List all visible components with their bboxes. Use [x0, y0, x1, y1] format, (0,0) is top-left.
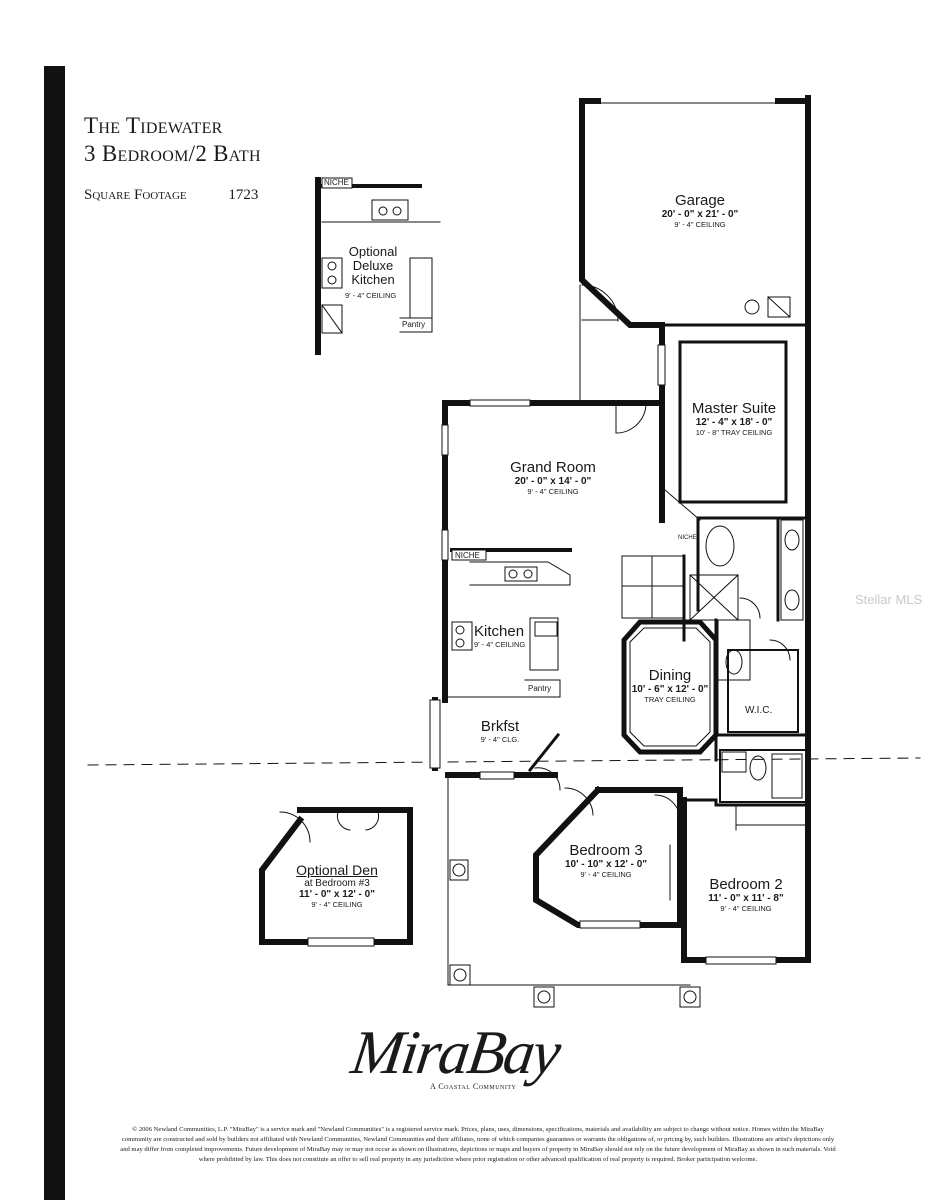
room-kitchen: Kitchen 9' - 4" CEILING [474, 623, 525, 649]
bedroom-3-dimensions: 10' - 10" x 12' - 0" [564, 859, 648, 870]
optional-kitchen-name: Optional Deluxe Kitchen [348, 244, 398, 287]
kitchen-pantry-label: Pantry [528, 684, 552, 693]
master-suite-ceiling: 10' - 8" TRAY CEILING [695, 428, 773, 437]
garage-dimensions: 20' - 0" x 21' - 0" [661, 209, 739, 220]
room-master-suite: Master Suite 12' - 4" x 18' - 0" 10' - 8… [684, 400, 784, 437]
master-suite-name: Master Suite [691, 400, 777, 417]
left-margin-bar [44, 66, 65, 1200]
optional-kitchen-pantry-label: Pantry [402, 320, 426, 329]
optional-den-subtitle: at Bedroom #3 [304, 878, 370, 889]
garage-ceiling: 9' - 4" CEILING [674, 220, 726, 229]
mirabay-logo: MiraBay [347, 1019, 564, 1087]
plan-title: The Tidewater 3 Bedroom/2 Bath [84, 113, 261, 166]
dining-ceiling: TRAY CEILING [644, 695, 696, 704]
grand-room-name: Grand Room [510, 459, 596, 476]
room-grand-room: Grand Room 20' - 0" x 14' - 0" 9' - 4" C… [483, 459, 623, 496]
mirabay-tagline: A Coastal Community [430, 1082, 517, 1091]
optional-kitchen-ceiling: 9' - 4" CEILING [345, 291, 397, 300]
bedroom-2-ceiling: 9' - 4" CEILING [720, 904, 772, 913]
kitchen-ceiling: 9' - 4" CEILING [474, 640, 526, 649]
bedroom-3-ceiling: 9' - 4" CEILING [580, 870, 632, 879]
kitchen-name: Kitchen [474, 623, 525, 640]
dining-name: Dining [648, 667, 692, 684]
grand-room-dimensions: 20' - 0" x 14' - 0" [514, 476, 592, 487]
room-bedroom-3: Bedroom 3 10' - 10" x 12' - 0" 9' - 4" C… [556, 842, 656, 879]
wic-label: W.I.C. [745, 705, 773, 716]
brkfst-ceiling: 9' - 4" CLG. [480, 735, 520, 744]
grand-room-ceiling: 9' - 4" CEILING [527, 487, 579, 496]
room-bedroom-2: Bedroom 2 11' - 0" x 11' - 8" 9' - 4" CE… [696, 876, 796, 913]
optional-den-name: Optional Den [296, 862, 378, 878]
room-brkfst: Brkfst 9' - 4" CLG. [470, 718, 530, 744]
bedroom-2-name: Bedroom 2 [709, 876, 783, 893]
bedroom-3-name: Bedroom 3 [569, 842, 643, 859]
dining-dimensions: 10' - 6" x 12' - 0" [631, 684, 709, 695]
square-footage-label: Square Footage [84, 187, 187, 203]
optional-kitchen-niche-label: NICHE [324, 178, 349, 187]
brkfst-name: Brkfst [480, 718, 520, 735]
room-garage: Garage 20' - 0" x 21' - 0" 9' - 4" CEILI… [630, 192, 770, 229]
bedroom-2-dimensions: 11' - 0" x 11' - 8" [708, 893, 784, 904]
legal-disclaimer: © 2006 Newland Communities, L.P. "MiraBa… [120, 1126, 836, 1163]
optional-den-dimensions: 11' - 0" x 12' - 0" [299, 889, 375, 900]
garage-name: Garage [674, 192, 726, 209]
stellar-mls-watermark: Stellar MLS [855, 592, 923, 607]
master-niche-label: NICHE [678, 535, 697, 541]
square-footage: Square Footage 1723 [84, 187, 258, 204]
optional-den-ceiling: 9' - 4" CEILING [311, 900, 363, 909]
master-suite-dimensions: 12' - 4" x 18' - 0" [695, 417, 773, 428]
room-optional-den: Optional Den at Bedroom #3 11' - 0" x 12… [282, 862, 392, 909]
kitchen-niche-label: NICHE [455, 551, 480, 560]
room-dining: Dining 10' - 6" x 12' - 0" TRAY CEILING [624, 667, 716, 704]
square-footage-value: 1723 [228, 187, 259, 203]
